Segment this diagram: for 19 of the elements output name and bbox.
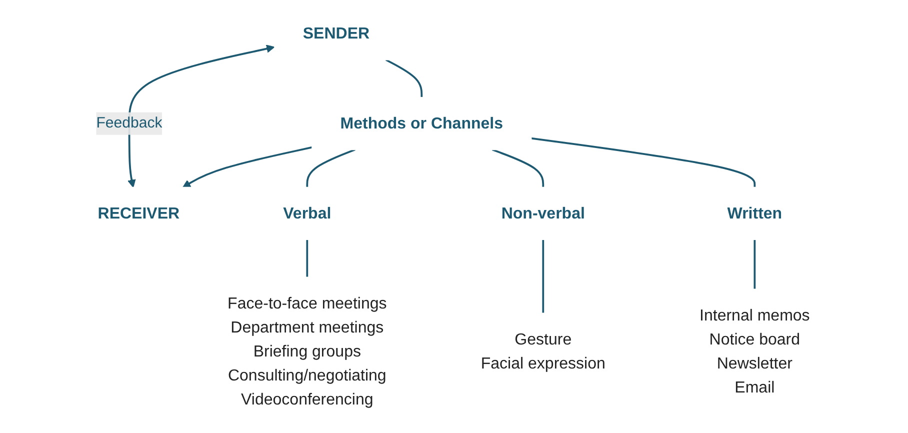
edge-label: Feedback bbox=[96, 115, 163, 132]
node-text: Gesture Facial expression bbox=[481, 330, 606, 372]
node-text: Verbal bbox=[283, 204, 332, 222]
node-text: Methods or Channels bbox=[340, 114, 504, 132]
node-text: RECEIVER bbox=[98, 204, 180, 222]
node-text: Written bbox=[727, 204, 782, 222]
connector bbox=[531, 137, 756, 188]
node-text: Internal memos Notice board Newsletter Email bbox=[700, 306, 810, 396]
connector bbox=[542, 240, 544, 314]
connector bbox=[754, 240, 756, 290]
node-text: Face-to-face meetings Department meetings Briefing groups Consulting/negotiating Videoconferencing bbox=[228, 294, 387, 408]
connector bbox=[306, 148, 356, 188]
node-text: Non-verbal bbox=[502, 204, 586, 222]
arrow bbox=[128, 44, 275, 188]
connector bbox=[386, 58, 423, 98]
connector bbox=[492, 148, 544, 188]
arrow bbox=[182, 146, 312, 188]
node-text: SENDER bbox=[303, 24, 370, 42]
connector bbox=[306, 240, 308, 278]
